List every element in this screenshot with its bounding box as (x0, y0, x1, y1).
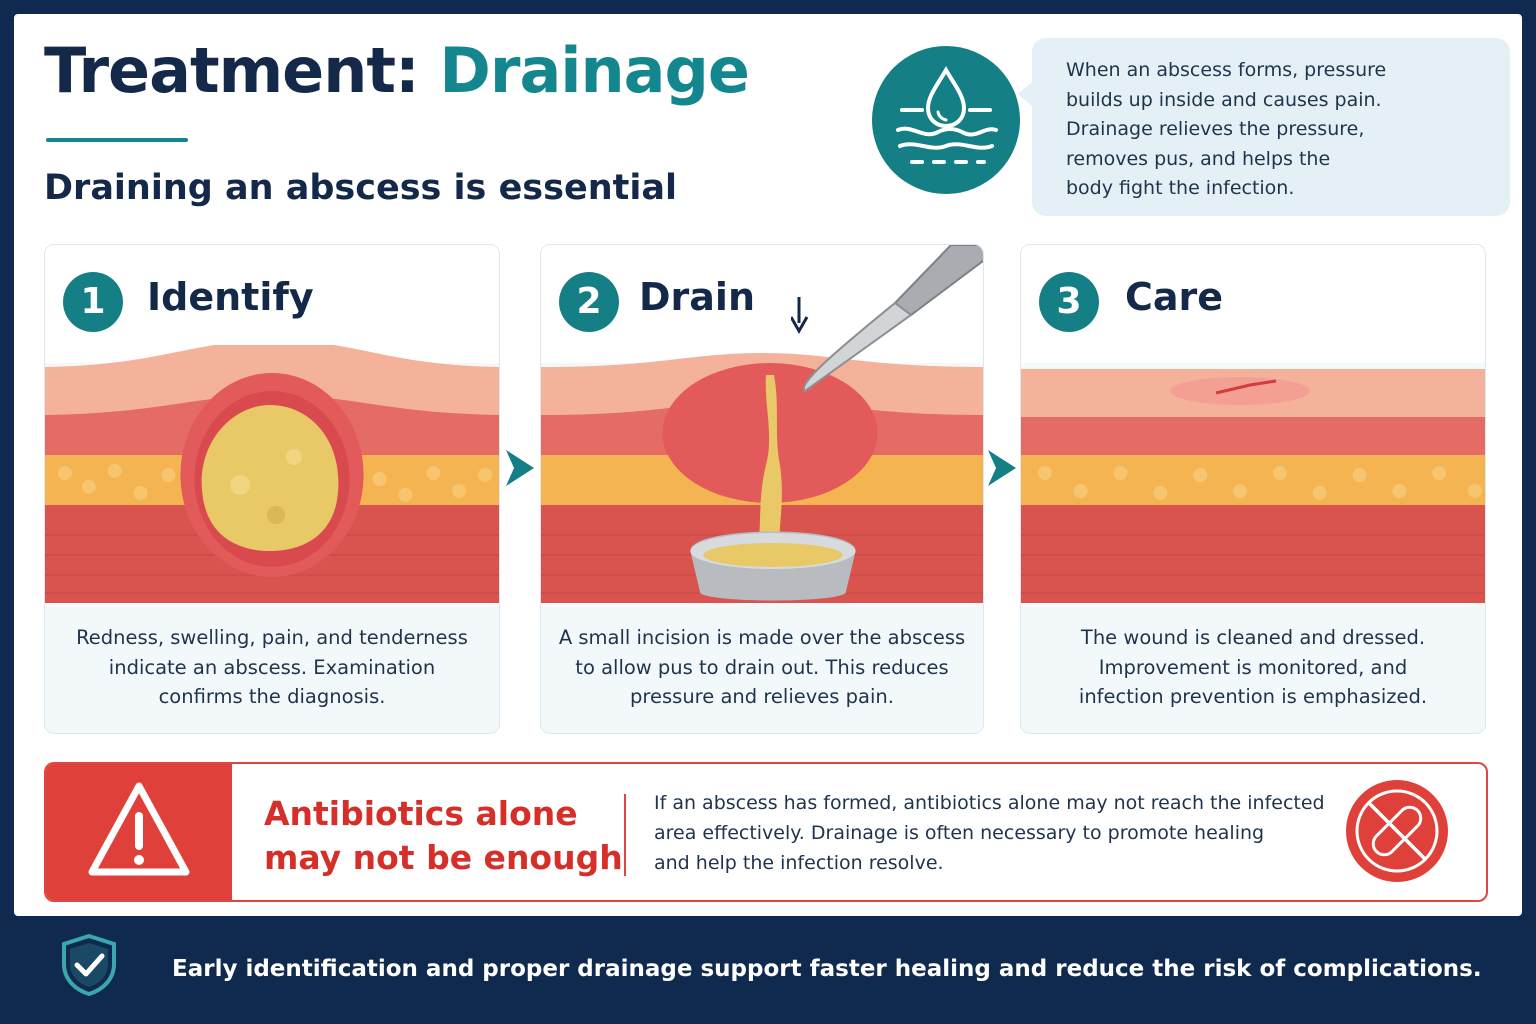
step-text-line: The wound is cleaned and dressed. (1080, 626, 1426, 649)
step-title: Drain (639, 275, 756, 319)
step-title: Care (1125, 275, 1224, 319)
step-description: A small incision is made over the absces… (555, 623, 969, 712)
page-title: Treatment: Drainage (44, 34, 750, 107)
abscess-skin-illustration (45, 345, 499, 603)
step-card-identify: 1 Identify Redness, swelling, pain, and … (44, 244, 500, 734)
step-description: The wound is cleaned and dressed. Improv… (1035, 623, 1471, 712)
healed-skin-illustration (1021, 369, 1485, 603)
warning-text-line: If an abscess has formed, antibiotics al… (654, 792, 1325, 814)
step-number: 1 (63, 272, 123, 332)
drainage-skin-illustration (541, 353, 983, 603)
warning-title: Antibiotics alone may not be enough (264, 792, 623, 880)
step-text-line: indicate an abscess. Examination (108, 655, 436, 679)
footer-message: Early identification and proper drainage… (172, 956, 1482, 982)
step-text-line: Redness, swelling, pain, and tenderness (76, 626, 468, 649)
step-text-line: to allow pus to drain out. This reduces (575, 655, 949, 679)
warning-triangle-icon (88, 782, 190, 876)
step-card-drain: 2 Drain A small incision is made over th… (540, 244, 984, 734)
warning-title-line: may not be enough (264, 838, 623, 877)
divider (624, 794, 626, 876)
warning-text-line: area effectively. Drainage is often nece… (654, 822, 1265, 844)
title-drainage: Drainage (439, 34, 750, 107)
step-number: 2 (559, 272, 619, 332)
info-callout: When an abscess forms, pressure builds u… (1018, 38, 1510, 216)
step-description: Redness, swelling, pain, and tenderness … (59, 623, 485, 712)
info-line: Drainage relieves the pressure, (1066, 118, 1365, 140)
step-card-care: 3 Care The wound is cleaned and dressed.… (1020, 244, 1486, 734)
scalpel-icon (791, 245, 983, 393)
warning-title-line: Antibiotics alone (264, 794, 578, 833)
info-line: When an abscess forms, pressure (1066, 59, 1387, 81)
warning-text-line: and help the infection resolve. (654, 852, 944, 874)
no-pill-icon (1346, 780, 1448, 882)
step-text-line: confirms the diagnosis. (158, 685, 386, 708)
info-line: builds up inside and causes pain. (1066, 88, 1382, 111)
warning-panel (46, 764, 232, 900)
step-number: 3 (1039, 272, 1099, 332)
water-drop-icon (872, 46, 1020, 194)
info-line: removes pus, and helps the (1066, 147, 1331, 170)
arrow-right-icon (500, 448, 540, 488)
step-text-line: infection prevention is emphasized. (1078, 685, 1428, 708)
page-subtitle: Draining an abscess is essential (44, 168, 677, 208)
title-underline (46, 138, 188, 142)
step-title: Identify (147, 275, 314, 319)
warning-text: If an abscess has formed, antibiotics al… (654, 788, 1344, 878)
step-text-line: pressure and relieves pain. (630, 685, 894, 708)
arrow-right-icon (982, 448, 1022, 488)
antibiotics-warning-banner: Antibiotics alone may not be enough If a… (44, 762, 1488, 902)
info-line: body fight the infection. (1066, 177, 1295, 199)
title-treatment: Treatment: (44, 34, 420, 107)
step-text-line: Improvement is monitored, and (1098, 655, 1408, 679)
shield-check-icon (62, 934, 116, 996)
step-text-line: A small incision is made over the absces… (558, 626, 966, 649)
